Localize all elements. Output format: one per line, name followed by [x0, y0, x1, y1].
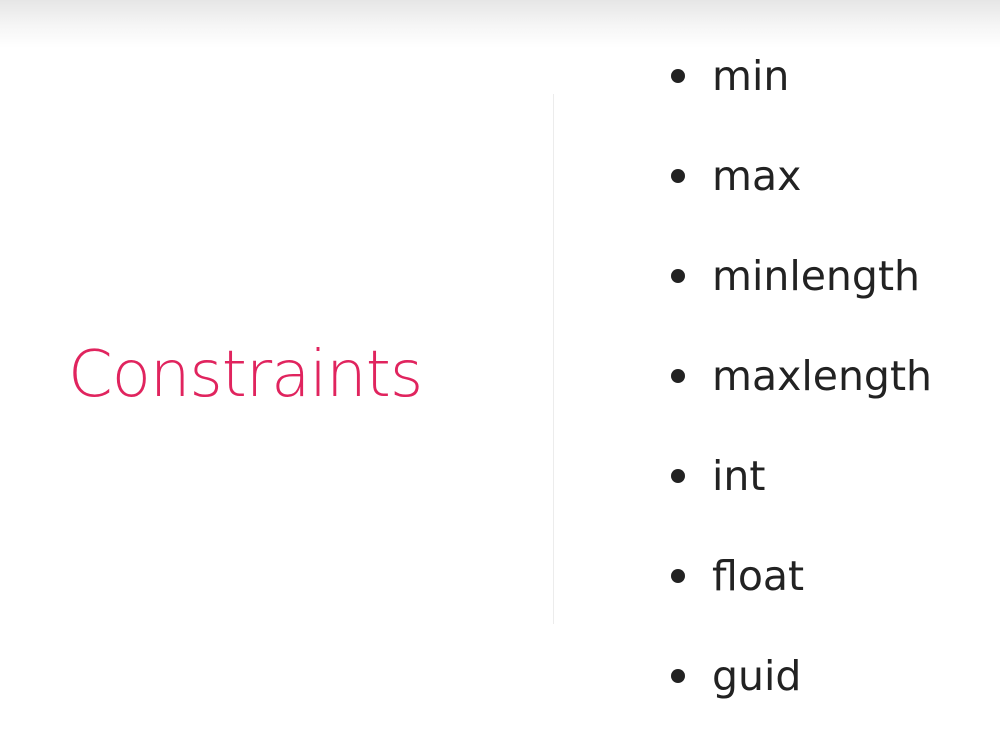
bullet-icon: [671, 169, 685, 183]
list-item-label: min: [712, 52, 790, 100]
list-item-label: max: [712, 152, 802, 200]
list-item-label: int: [712, 452, 766, 500]
list-item-minlength: minlength: [668, 248, 932, 348]
list-item-float: float: [668, 548, 932, 648]
slide-title: Constraints: [68, 338, 423, 412]
list-item-label: maxlength: [712, 352, 933, 400]
list-item-label: guid: [712, 652, 802, 700]
list-item-max: max: [668, 148, 932, 248]
bullet-icon: [671, 269, 685, 283]
bullet-icon: [671, 669, 685, 683]
vertical-divider: [553, 94, 554, 624]
bullet-icon: [671, 69, 685, 83]
constraint-list: min max minlength maxlength int float gu…: [668, 48, 932, 748]
list-item-min: min: [668, 48, 932, 148]
bullet-icon: [671, 469, 685, 483]
bullet-icon: [671, 569, 685, 583]
list-item-label: minlength: [712, 252, 921, 300]
list-item-label: float: [712, 552, 805, 600]
list-item-int: int: [668, 448, 932, 548]
top-shadow-band: [0, 0, 1000, 48]
bullet-icon: [671, 369, 685, 383]
list-item-guid: guid: [668, 648, 932, 748]
list-item-maxlength: maxlength: [668, 348, 932, 448]
